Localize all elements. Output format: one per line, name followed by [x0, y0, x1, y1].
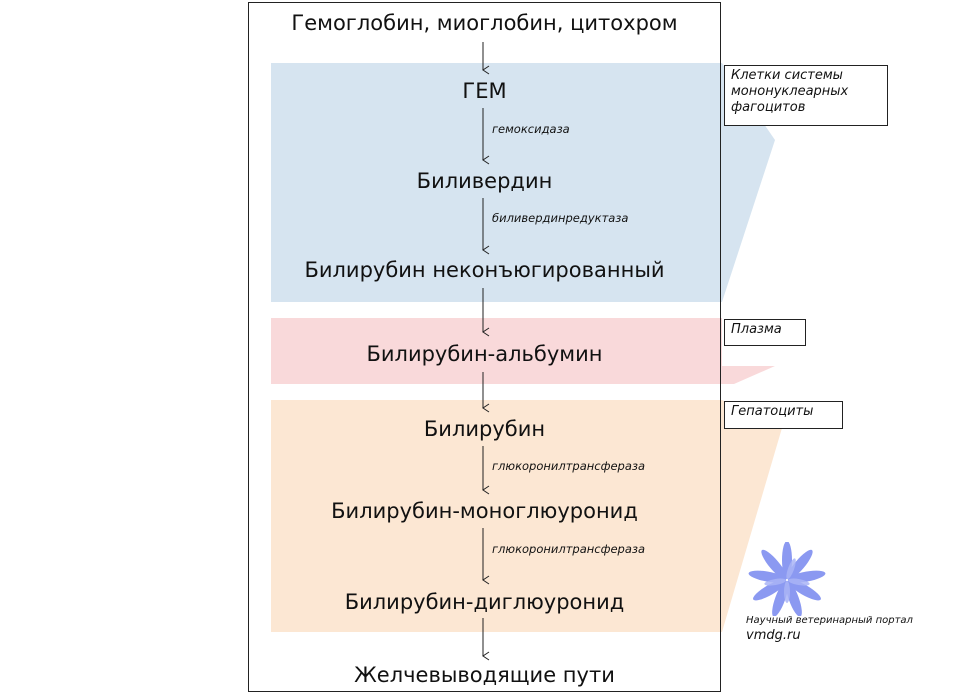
node-bilirubin-diglucuronide: Билирубин-диглюуронид: [344, 590, 625, 614]
mononuclear-zone-band: [271, 63, 775, 302]
enzyme-glucuronyltransferase-1: глюкоронилтрансфераза: [492, 459, 646, 473]
node-bilirubin-unconjugated: Билирубин неконъюгированный: [304, 258, 665, 282]
enzyme-glucuronyltransferase-2: глюкоронилтрансфераза: [492, 542, 646, 556]
node-bilirubin: Билирубин: [423, 417, 546, 441]
node-bilirubin-monoglucuronide: Билирубин-моноглюуронид: [331, 499, 638, 523]
node-biliverdin: Биливердин: [416, 169, 553, 193]
blue-flower-logo-icon: [748, 542, 826, 616]
zone-label-hepatocytes: Гепатоциты: [724, 401, 843, 429]
diagram-frame: [248, 2, 721, 692]
zone-label-plasma: Плазма: [724, 319, 806, 346]
enzyme-biliverdin-reductase: биливердинредуктаза: [492, 211, 629, 225]
logo-caption: Научный ветеринарный портал: [746, 615, 913, 626]
node-heme: ГЕМ: [462, 79, 507, 103]
node-source: Гемоглобин, миоглобин, цитохром: [291, 11, 678, 35]
enzyme-heme-oxygenase: гемоксидаза: [492, 122, 570, 136]
zone-label-mononuclear: Клетки системы мононуклеарных фагоцитов: [724, 65, 888, 126]
node-bilirubin-albumin: Билирубин-альбумин: [366, 342, 603, 366]
node-bile-ducts: Желчевыводящие пути: [354, 663, 615, 687]
logo-site: vmdg.ru: [746, 628, 801, 643]
hepatocyte-zone-band: [271, 400, 782, 632]
plasma-zone-band: [271, 318, 775, 384]
